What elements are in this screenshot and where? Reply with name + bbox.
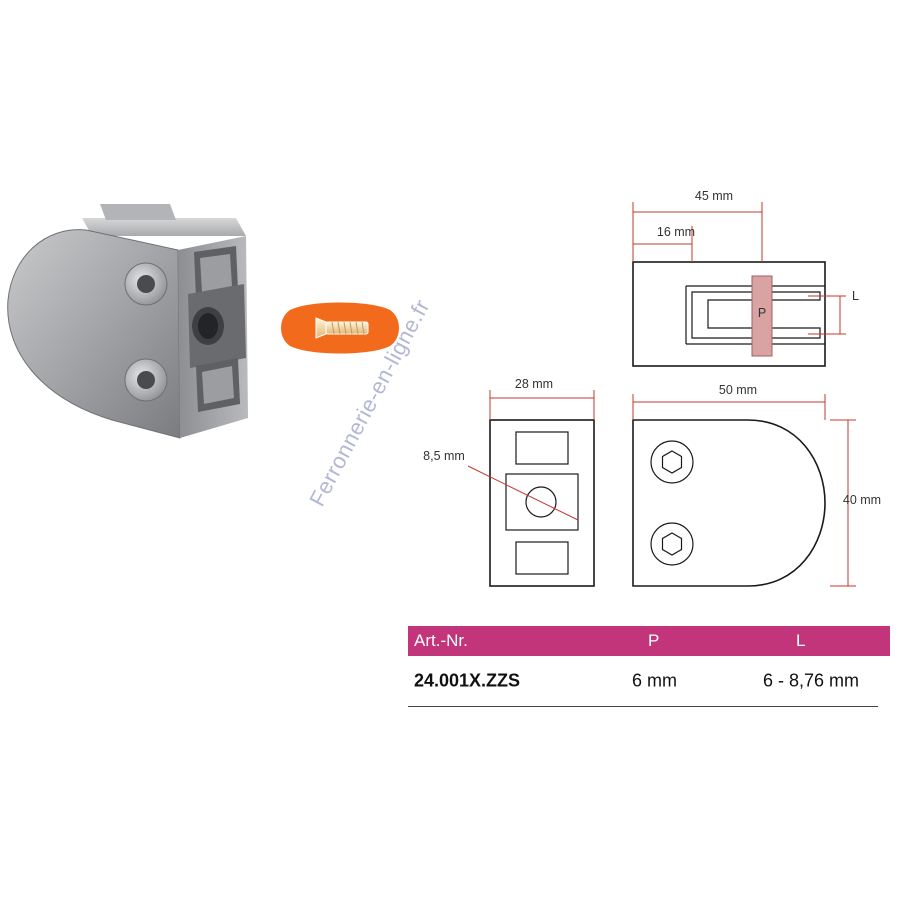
glass-panel <box>751 275 773 357</box>
header-p: P <box>648 631 660 650</box>
header-article: Art.-Nr. <box>414 631 468 650</box>
countersunk-screw-icon <box>315 317 369 339</box>
dim-side-width: 28 mm <box>515 377 553 391</box>
front-view-drawing: 50 mm 40 mm <box>632 383 881 587</box>
side-view-drawing: 28 mm 8,5 mm <box>423 377 595 587</box>
dim-width-top: 45 mm <box>695 189 733 203</box>
glass-label: P <box>758 306 766 320</box>
dim-hole-diameter: 8,5 mm <box>423 449 465 463</box>
table-row: 24.001X.ZZS 6 mm 6 - 8,76 mm <box>408 656 878 707</box>
cell-l: 6 - 8,76 mm <box>763 670 860 691</box>
top-view-drawing: P 45 mm 16 mm L <box>632 189 859 367</box>
cell-p: 6 mm <box>632 670 677 691</box>
header-l: L <box>796 631 806 650</box>
dim-front-height: 40 mm <box>843 493 881 507</box>
cell-article: 24.001X.ZZS <box>414 670 521 691</box>
screw-badge <box>281 302 399 354</box>
dim-gap-label: L <box>852 289 859 303</box>
spec-table: Art.-Nr. P L 24.001X.ZZS 6 mm 6 - 8,76 m… <box>408 626 890 707</box>
dim-slot-depth: 16 mm <box>657 225 695 239</box>
table-header: Art.-Nr. P L <box>408 626 890 656</box>
glass-clamp-photo <box>7 204 248 439</box>
dim-front-width: 50 mm <box>719 383 757 397</box>
